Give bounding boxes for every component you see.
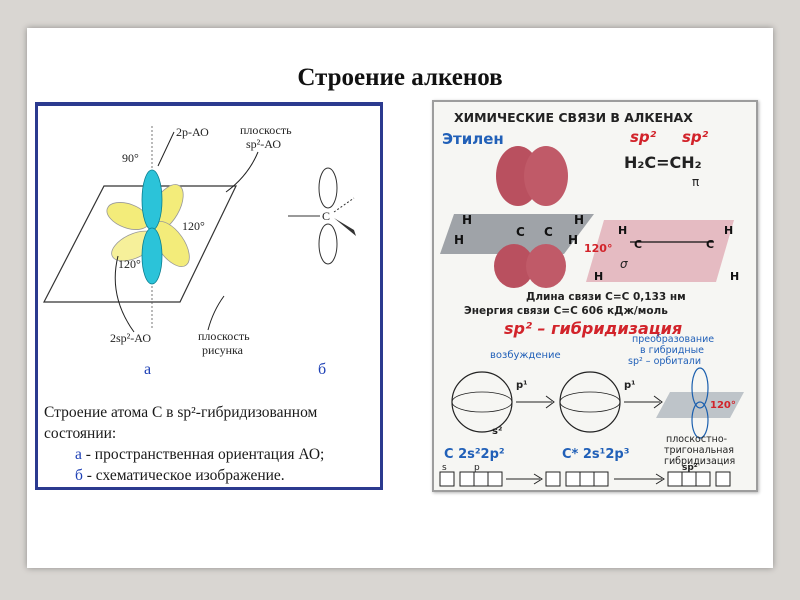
arrow-box-2 xyxy=(614,473,665,485)
arrow-sp2-ao xyxy=(114,255,135,333)
schematic-p-lower xyxy=(318,223,338,265)
orbital-ground xyxy=(451,371,513,433)
label-plane-sp2: плоскость xyxy=(240,123,292,137)
caption-text-a: - пространственная ориентация АО; xyxy=(81,446,325,463)
poster-sigma: σ xyxy=(620,257,628,271)
orbital-excited-ring xyxy=(559,391,621,413)
poster-ethylene: Этилен xyxy=(442,130,504,148)
label-sp2-ao: 2sp²-АО xyxy=(110,331,151,345)
hybrid-plane xyxy=(656,392,744,418)
schematic-p-upper xyxy=(318,167,338,209)
slide-title: Строение алкенов xyxy=(297,64,503,91)
config-ground: С 2s²2p² xyxy=(444,447,505,462)
poster-bond-energy: Энергия связи С=С 606 кДж/моль xyxy=(464,305,668,317)
arrow-excite xyxy=(516,395,555,409)
poster-angle: 120° xyxy=(584,242,612,255)
hybrid-p-lower xyxy=(691,401,709,439)
poster-transform-1: преобразование xyxy=(632,334,714,345)
arrow-plane-sp2 xyxy=(225,151,259,193)
poster-bond-length: Длина связи С=С 0,133 нм xyxy=(526,291,686,303)
ethylene-plane xyxy=(440,214,594,254)
pi-lobe-lower-left xyxy=(494,244,534,288)
caption-line-1: Строение атома С в sp²-гибридизованном с… xyxy=(44,404,318,442)
label-p1b: p¹ xyxy=(624,380,636,391)
poster-transform-3: sp² – орбитали xyxy=(628,356,701,367)
caption-key-a: а xyxy=(75,446,82,463)
box-label-sp2: sp² xyxy=(682,463,698,473)
eth-c2: C xyxy=(544,225,553,239)
box-hybrid xyxy=(667,471,731,487)
box-label-p: p xyxy=(474,463,480,473)
config-excited: С* 2s¹2p³ xyxy=(562,447,629,462)
poster-sp2-a: sp² xyxy=(630,128,657,146)
slide: Строение алкенов 2p-АО плоскость sp²-АО … xyxy=(27,28,773,568)
label-plane-sp2-2: sp²-АО xyxy=(246,137,281,151)
label-angle-120-a: 120° xyxy=(182,219,205,233)
label-p1: p¹ xyxy=(516,380,528,391)
diag-c2: C xyxy=(706,238,714,251)
arrow-plane-fig xyxy=(207,295,225,331)
right-figure: ХИМИЧЕСКИЕ СВЯЗИ В АЛКЕНАХ Этилен sp² sp… xyxy=(432,100,758,492)
eth-c1: C xyxy=(516,225,525,239)
left-caption: Строение атома С в sp²-гибридизованном с… xyxy=(44,402,380,486)
diag-h2: H xyxy=(724,224,733,237)
diag-h3: H xyxy=(594,270,603,283)
caption-text-b: - схематическое изображение. xyxy=(82,467,285,484)
poster-planar-1: плоскостно- xyxy=(666,434,727,445)
box-ground xyxy=(439,471,503,487)
label-b: б xyxy=(318,361,326,378)
pi-lobe-lower-right xyxy=(526,244,566,288)
eth-h2: H xyxy=(454,233,464,247)
alkene-poster: ХИМИЧЕСКИЕ СВЯЗИ В АЛКЕНАХ Этилен sp² sp… xyxy=(439,110,744,487)
schematic-bond-dash xyxy=(333,197,355,213)
caption-key-b: б xyxy=(75,467,83,484)
label-plane-fig-2: рисунка xyxy=(202,343,244,357)
p-orbital-lower xyxy=(141,227,163,285)
eth-h1: H xyxy=(462,213,472,227)
poster-header: ХИМИЧЕСКИЕ СВЯЗИ В АЛКЕНАХ xyxy=(454,110,693,125)
label-p-ao: 2p-АО xyxy=(176,125,209,139)
left-figure: 2p-АО плоскость sp²-АО 90° 120° 120° 2sp… xyxy=(35,102,383,490)
eth-h4: H xyxy=(568,233,578,247)
box-label-s: s xyxy=(442,463,447,473)
arrow-transform xyxy=(624,395,663,409)
pi-lobe-upper-right xyxy=(524,146,568,206)
label-plane-fig: плоскость xyxy=(198,329,250,343)
poster-angle-120: 120° xyxy=(710,400,736,411)
label-angle-90: 90° xyxy=(122,151,139,165)
poster-sp2-b: sp² xyxy=(682,128,709,146)
orbital-ground-ring xyxy=(451,391,513,413)
poster-pi: π xyxy=(692,175,699,189)
label-a: а xyxy=(144,361,151,378)
hybrid-p-upper xyxy=(691,367,709,409)
poster-planar-3: гибридизация xyxy=(664,456,735,467)
poster-hybridization: sp² – гибридизация xyxy=(504,319,682,338)
poster-formula: H₂C=CH₂ xyxy=(624,153,702,172)
poster-excitation: возбуждение xyxy=(490,350,561,361)
schematic-bond-wedge xyxy=(334,218,356,236)
diag-c1: C xyxy=(634,238,642,251)
caption-line-3: б - схематическое изображение. xyxy=(44,465,380,486)
poster-transform-2: в гибридные xyxy=(640,345,704,356)
arrow-box-1 xyxy=(506,473,543,485)
p-orbital-upper xyxy=(141,169,163,231)
diag-h4: H xyxy=(730,270,739,283)
eth-h3: H xyxy=(574,213,584,227)
poster-planar-2: тригональная xyxy=(664,445,734,456)
label-s2: s² xyxy=(492,426,502,437)
label-angle-120-b: 120° xyxy=(118,257,141,271)
plane-parallelogram xyxy=(43,185,237,303)
diag-h1: H xyxy=(618,224,627,237)
box-excited xyxy=(545,471,609,487)
schematic-carbon: C xyxy=(322,209,330,223)
caption-line-2: а - пространственная ориентация АО; xyxy=(44,444,380,465)
arrow-p-ao xyxy=(157,131,175,167)
orbital-excited xyxy=(559,371,621,433)
sp2-orbital-diagram: 2p-АО плоскость sp²-АО 90° 120° 120° 2sp… xyxy=(43,123,356,378)
pi-plane xyxy=(586,220,734,282)
